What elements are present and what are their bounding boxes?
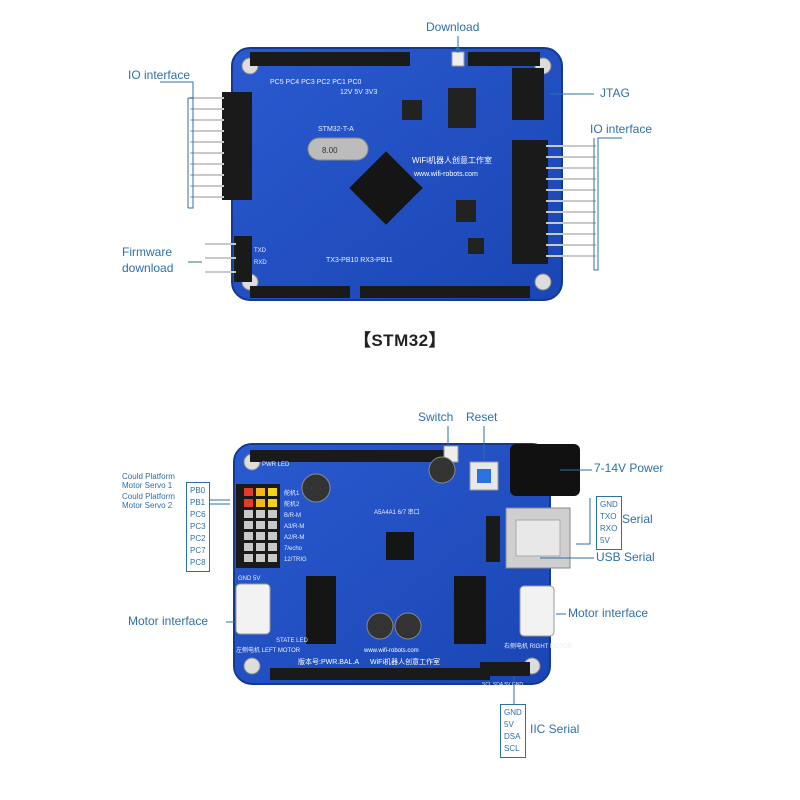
label-usb-serial: USB Serial [596,550,655,564]
servo-pin [244,499,253,507]
servo-pin [268,554,277,562]
silk-uart: TX3-PB10 RX3-PB11 [326,257,393,264]
servo-pin [268,488,277,496]
servo-pin [256,521,265,529]
servo-pin [256,499,265,507]
silk-state-led: STATE LED [276,638,308,644]
servo-pin [256,543,265,551]
label-io-interface-left: IO interface [128,68,191,82]
bottom-callout-lines [208,426,594,704]
servo-pin [244,554,253,562]
servo-pin [268,532,277,540]
servo-silk-label: 舵机2 [284,500,300,508]
stm32-board: PC5 PC4 PC3 PC2 PC1 PC0 12V 5V 3V3 STM32… [190,47,596,301]
servo-silk-label: 舵机1 [284,489,300,497]
iic-pin-list: GND 5V DSA SCL [500,704,526,758]
servo-pin [268,499,277,507]
motor-driver-board: PWR LED A5A4A1 6/7 串口 GND 5V STATE LED 版… [233,443,580,688]
silk-url-bottom: www.wifi-robots.com [363,648,419,654]
left-pin-label-4: PC2 [190,534,206,543]
servo-silk-label: 7/echo [284,546,303,552]
silk-iic: SCL SDA 5V GND [482,682,523,688]
serial-pin-label-0: GND [600,500,618,509]
servo-pin [244,510,253,518]
label-motor-interface-right: Motor interface [568,606,649,620]
servo-pin [244,543,253,551]
label-motor-interface-left: Motor interface [128,614,209,628]
serial-pin-label-3: 5V [600,536,610,545]
left-pin-label-2: PC6 [190,510,206,519]
label-reset: Reset [466,410,498,424]
servo-silk-label: A3/R-M [284,524,304,530]
silk-power-top: 12V 5V 3V3 [340,89,377,96]
label-io-interface-right: IO interface [590,122,653,136]
servo-pin [256,554,265,562]
silk-crystal: 8.00 [322,146,338,155]
serial-pin-list: GND TXO RXO 5V [596,496,622,550]
left-pin-label-5: PC7 [190,546,206,555]
silk-brand-bottom: WiFi机器人创意工作室 [370,657,440,666]
servo-pin [256,510,265,518]
label-download: Download [426,20,480,34]
silk-brand: WiFi机器人创意工作室 [412,155,492,165]
left-pin-label-3: PC3 [190,522,206,531]
label-cloud-servo-1: Could Platform Motor Servo 1 [122,472,175,490]
silk-url: www.wifi-robots.com [413,171,478,178]
left-pin-label-6: PC8 [190,558,206,567]
label-power: 7-14V Power [594,461,664,475]
stm32-title: 【STM32】 [353,331,447,350]
silk-version: 版本号:PWR.BAL.A [298,657,359,666]
silk-uart-header: A5A4A1 6/7 串口 [374,508,420,516]
label-cloud-servo-2: Could Platform Motor Servo 2 [122,492,175,510]
label-switch: Switch [418,410,454,424]
serial-pin-label-2: RXO [600,524,618,533]
servo-pin [256,532,265,540]
label-iic-serial: IIC Serial [530,722,580,736]
servo-silk-label: B/R-M [284,513,301,519]
servo-pin [244,488,253,496]
servo-silk-label: A2/R-M [284,535,304,541]
silk-right-motor: 右侧电机 RIGHT MOTOR [504,642,573,650]
iic-pin-label-3: SCL [504,744,520,753]
left-pin-label-1: PB1 [190,498,206,507]
label-firmware-download: Firmware download [122,245,174,275]
silk-txd: TXD [254,248,267,254]
servo-silk-label: 12/TRIG [284,557,307,563]
iic-pin-label-0: GND [504,708,522,717]
silk-left-motor: 左侧电机 LEFT MOTOR [236,646,301,654]
silk-rxd: RXD [254,260,267,266]
servo-pin [244,532,253,540]
servo-pin [244,521,253,529]
iic-pin-label-1: 5V [504,720,514,729]
label-jtag: JTAG [600,86,630,100]
left-pin-label-0: PB0 [190,486,206,495]
iic-pin-label-2: DSA [504,732,521,741]
silk-gnd-5v: GND 5V [238,576,260,582]
serial-pin-label-1: TXO [600,512,617,521]
label-serial: Serial [622,512,653,526]
servo-pin [268,543,277,551]
top-callout-lines [160,36,622,271]
servo-pin [256,488,265,496]
servo-pin [268,510,277,518]
silk-pwr-led: PWR LED [262,462,290,468]
servo-pin [268,521,277,529]
silk-model: STM32-T-A [318,126,354,133]
silk-header-top: PC5 PC4 PC3 PC2 PC1 PC0 [270,79,362,86]
